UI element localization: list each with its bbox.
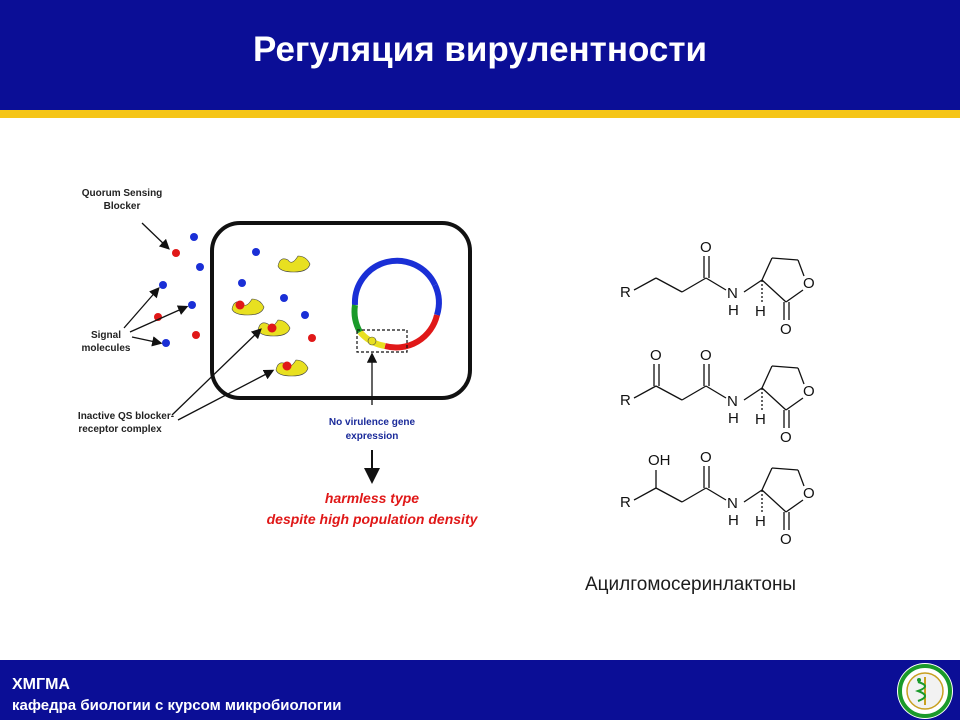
quorum-sensing-diagram: Quorum Sensing Blocker Signal molecules …	[78, 188, 479, 527]
ahl-caption: Ацилгомосеринлактоны	[585, 574, 797, 595]
svg-text:R: R	[620, 284, 631, 301]
svg-text:H: H	[755, 513, 766, 530]
no-virulence-label-1: No virulence gene	[329, 417, 416, 428]
svg-text:R: R	[620, 494, 631, 511]
svg-text:N: N	[727, 285, 738, 302]
qs-blocker-label-1: Quorum Sensing	[82, 188, 163, 199]
header-bar	[0, 0, 960, 110]
svg-text:R: R	[620, 392, 631, 409]
arrows	[123, 222, 380, 484]
svg-text:O: O	[803, 383, 815, 400]
svg-text:O: O	[780, 321, 792, 338]
footer-department: кафедра биологии с курсом микробиологии	[12, 697, 342, 714]
harmless-label-1: harmless type	[325, 490, 419, 506]
molecule-2-atoms: R O O N H H O O	[620, 347, 815, 446]
svg-text:O: O	[700, 449, 712, 466]
molecule-2	[633, 364, 805, 428]
svg-text:O: O	[780, 531, 792, 548]
svg-text:O: O	[650, 347, 662, 364]
footer-bar	[0, 660, 960, 720]
svg-text:N: N	[727, 495, 738, 512]
slide-title: Регуляция вирулентности	[252, 30, 707, 69]
signal-molecules	[159, 233, 309, 347]
svg-text:H: H	[755, 411, 766, 428]
svg-text:O: O	[803, 275, 815, 292]
svg-text:H: H	[755, 303, 766, 320]
svg-text:N: N	[727, 393, 738, 410]
header-stripe	[0, 110, 960, 118]
receptor-complexes	[231, 255, 311, 377]
footer-institution: ХМГМА	[12, 676, 70, 693]
harmless-label-2: despite high population density	[267, 511, 479, 527]
svg-text:O: O	[700, 347, 712, 364]
complex-label-1: Inactive QS blocker-	[78, 411, 174, 422]
molecule-3	[633, 466, 805, 530]
svg-text:OH: OH	[648, 452, 671, 469]
signal-label-1: Signal	[91, 330, 121, 341]
molecule-1	[633, 256, 805, 320]
academy-emblem-icon	[897, 663, 953, 719]
bacterial-cell	[210, 221, 472, 400]
svg-text:H: H	[728, 410, 739, 427]
complex-label-2: receptor complex	[78, 424, 162, 435]
qs-blocker-label-2: Blocker	[104, 201, 141, 212]
ahl-structures: R O N H H O O R O O N H H O O	[620, 239, 815, 548]
molecule-3-atoms: R OH O N H H O O	[620, 449, 815, 548]
svg-text:H: H	[728, 302, 739, 319]
svg-text:O: O	[780, 429, 792, 446]
svg-text:O: O	[803, 485, 815, 502]
no-virulence-label-2: expression	[346, 431, 399, 442]
svg-text:H: H	[728, 512, 739, 529]
plasmid	[351, 257, 442, 353]
signal-label-2: molecules	[82, 343, 131, 354]
svg-text:O: O	[700, 239, 712, 256]
qs-blocker-molecules	[154, 249, 316, 342]
molecule-1-atoms: R O N H H O O	[620, 239, 815, 338]
